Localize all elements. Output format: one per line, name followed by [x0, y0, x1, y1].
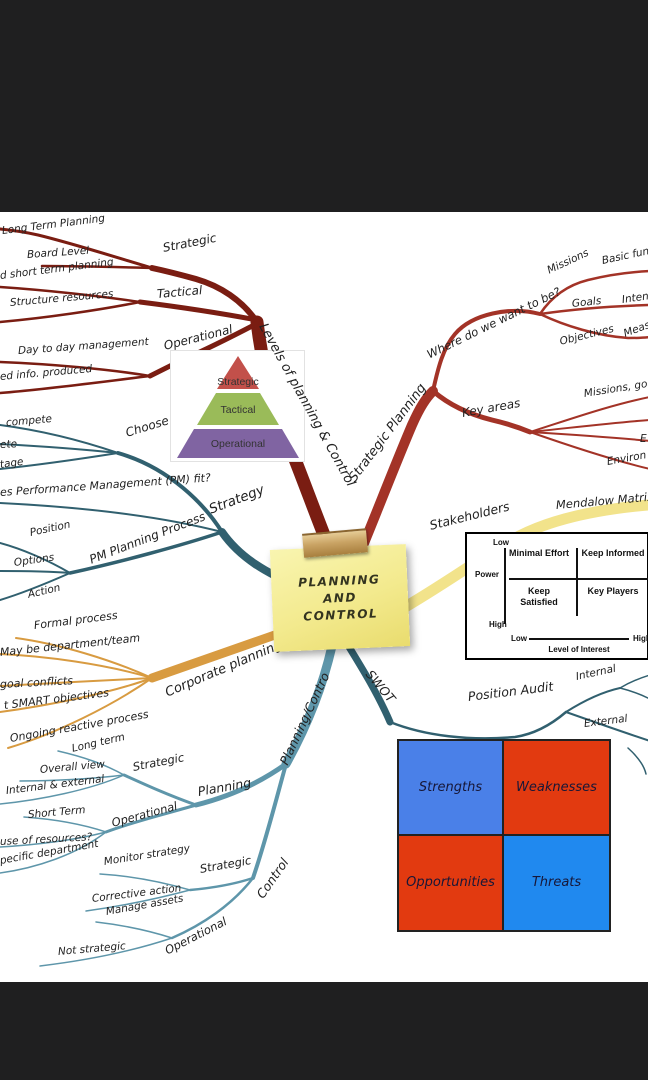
interest-low-label: Low	[511, 634, 527, 643]
interest-axis-label: Level of Interest	[548, 645, 610, 654]
swot-cell-strengths: Strengths	[399, 741, 504, 836]
swot-cell-threats: Threats	[504, 835, 609, 930]
quadrant-minimal-effort: Minimal Effort	[509, 548, 569, 558]
swot-cell-weaknesses: Weaknesses	[504, 741, 609, 836]
label-str-ete: ete	[0, 438, 18, 451]
swot-grid: Strengths Weaknesses Opportunities Threa…	[397, 739, 611, 932]
quadrant-keep-satisfied: Keep Satisfied	[520, 586, 558, 607]
sticky-note: PLANNING AND CONTROL	[269, 544, 411, 652]
weaknesses-label: Weaknesses	[516, 779, 597, 795]
mendelow-matrix: Low Power High Minimal Effort Keep Infor…	[465, 532, 648, 660]
power-low-label: Low	[493, 538, 509, 547]
opportunities-label: Opportunities	[406, 875, 495, 891]
pyramid-operational-label: Operational	[211, 438, 265, 450]
pyramid-tactical-label: Tactical	[220, 404, 255, 416]
label-sp-e: E	[640, 433, 647, 445]
interest-high-label: High	[633, 634, 648, 643]
strengths-label: Strengths	[418, 779, 483, 795]
power-axis-label: Power	[475, 570, 500, 579]
quadrant-key-players: Key Players	[587, 586, 639, 596]
pyramid-strategic-label: Strategic	[217, 376, 258, 388]
quadrant-keep-informed: Keep Informed	[581, 548, 645, 558]
label-lvl-tactical: Tactical	[156, 283, 203, 301]
quadrant-vertical-line	[576, 548, 578, 616]
swot-cell-opportunities: Opportunities	[399, 835, 504, 930]
note-text: PLANNING AND CONTROL	[271, 570, 409, 627]
power-axis-line	[504, 548, 506, 624]
planning-levels-pyramid: Strategic Tactical Operational	[170, 350, 305, 462]
pyramid-strategic-band	[217, 356, 259, 389]
branch-planning-control	[0, 641, 337, 967]
interest-axis-line	[529, 638, 629, 640]
quadrant-horizontal-line	[509, 578, 648, 580]
threats-label: Threats	[531, 875, 582, 891]
power-high-label: High	[489, 620, 507, 629]
pyramid-tactical-band	[197, 393, 279, 425]
pyramid-operational-band	[177, 429, 299, 458]
